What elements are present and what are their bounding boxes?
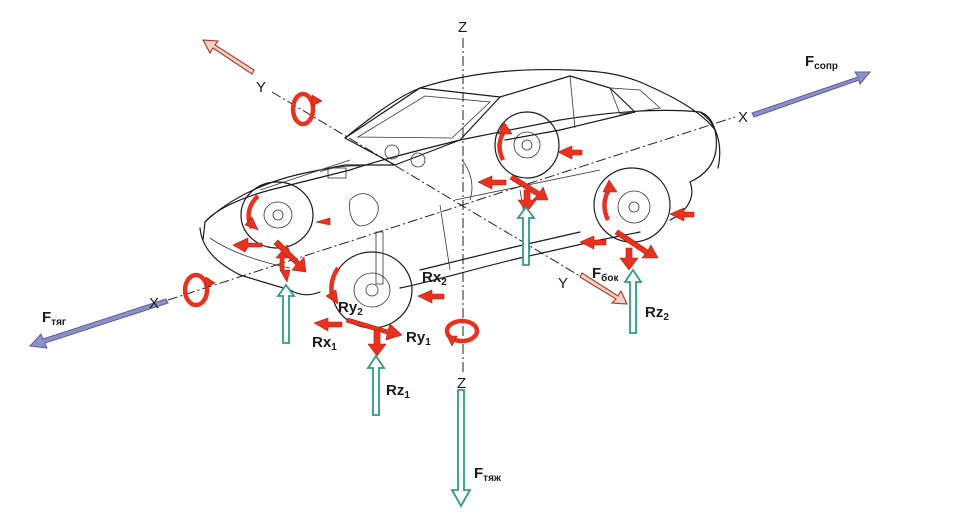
normal-force-arrows bbox=[276, 205, 643, 508]
reaction-arrow bbox=[517, 189, 537, 213]
rotation-z-icon bbox=[444, 318, 480, 347]
label-rx1: Rx1 bbox=[312, 334, 337, 353]
car-outline bbox=[199, 68, 721, 296]
resistance-force-arrow bbox=[751, 71, 872, 118]
wheel-front-near bbox=[331, 251, 413, 329]
reaction-arrow-rx2-front bbox=[417, 289, 445, 304]
wheel-rotation-rear-far-icon bbox=[497, 121, 513, 162]
axes bbox=[167, 38, 736, 372]
wheels bbox=[240, 111, 671, 329]
rotation-markers bbox=[182, 91, 618, 347]
wheel-rear-far bbox=[494, 111, 560, 179]
wheel-front-far bbox=[240, 181, 314, 249]
reaction-arrow bbox=[579, 235, 607, 250]
x-axis-label-left: X bbox=[149, 295, 159, 312]
normal-force-rear-far bbox=[516, 205, 536, 266]
wheel-rotation-front-far-icon bbox=[244, 194, 260, 231]
label-ry1: Ry1 bbox=[406, 329, 431, 348]
label-f-sopr: Fсопр bbox=[805, 53, 838, 72]
reaction-arrow bbox=[619, 247, 639, 271]
normal-force-rz2 bbox=[623, 268, 643, 334]
label-f-tyag: Fтяг bbox=[42, 309, 66, 328]
reaction-arrow-rz1 bbox=[367, 329, 387, 357]
reaction-arrow bbox=[509, 174, 549, 201]
reaction-arrow bbox=[669, 207, 695, 222]
x-axis-label-right: X bbox=[738, 109, 748, 126]
rotation-y-icon bbox=[290, 91, 323, 127]
reaction-arrow bbox=[273, 239, 307, 273]
label-rz1: Rz1 bbox=[386, 382, 410, 401]
y-axis-label-right: Y bbox=[558, 275, 568, 292]
traction-force-arrow bbox=[28, 298, 169, 349]
gravity-force-arrow bbox=[450, 389, 472, 508]
label-rz2: Rz2 bbox=[645, 304, 669, 323]
reaction-arrows bbox=[232, 145, 695, 357]
axis-labels: Z Z Y Y X X bbox=[149, 19, 748, 392]
reaction-arrow bbox=[614, 229, 659, 259]
reaction-arrow bbox=[557, 145, 583, 160]
x-axis bbox=[167, 116, 736, 301]
wheel-rotation-rear-near-icon bbox=[602, 179, 618, 222]
wheel-rotation-front-near-icon bbox=[325, 266, 340, 305]
label-f-bok: Fбок bbox=[592, 265, 619, 284]
label-ry2: Ry2 bbox=[338, 299, 363, 318]
force-labels: Fсопр Fтяг Fбок Fтяж bbox=[42, 53, 838, 484]
normal-force-rz1 bbox=[366, 354, 386, 416]
reaction-arrow bbox=[232, 237, 263, 253]
reaction-arrow-ry1 bbox=[345, 317, 403, 341]
reaction-arrow-rx1 bbox=[313, 317, 343, 332]
reaction-arrow bbox=[477, 175, 507, 190]
normal-force-front-far bbox=[276, 283, 296, 344]
lateral-force-arrow bbox=[579, 272, 628, 305]
y-direction-arrow bbox=[201, 39, 255, 75]
label-rx2: Rx2 bbox=[422, 269, 447, 288]
y-axis-label-left: Y bbox=[256, 79, 266, 96]
external-force-arrows bbox=[28, 39, 872, 349]
reaction-labels: Rx2 Ry2 Rx1 Ry1 Rz1 Rz2 bbox=[312, 269, 669, 401]
label-f-tyazh: Fтяж bbox=[474, 465, 502, 484]
rotation-x-icon bbox=[182, 272, 216, 308]
z-axis-label-bottom: Z bbox=[457, 375, 466, 392]
reaction-arrow bbox=[315, 217, 331, 226]
shock-absorber bbox=[375, 231, 384, 285]
y-axis bbox=[271, 91, 601, 289]
z-axis-label-top: Z bbox=[458, 19, 467, 36]
